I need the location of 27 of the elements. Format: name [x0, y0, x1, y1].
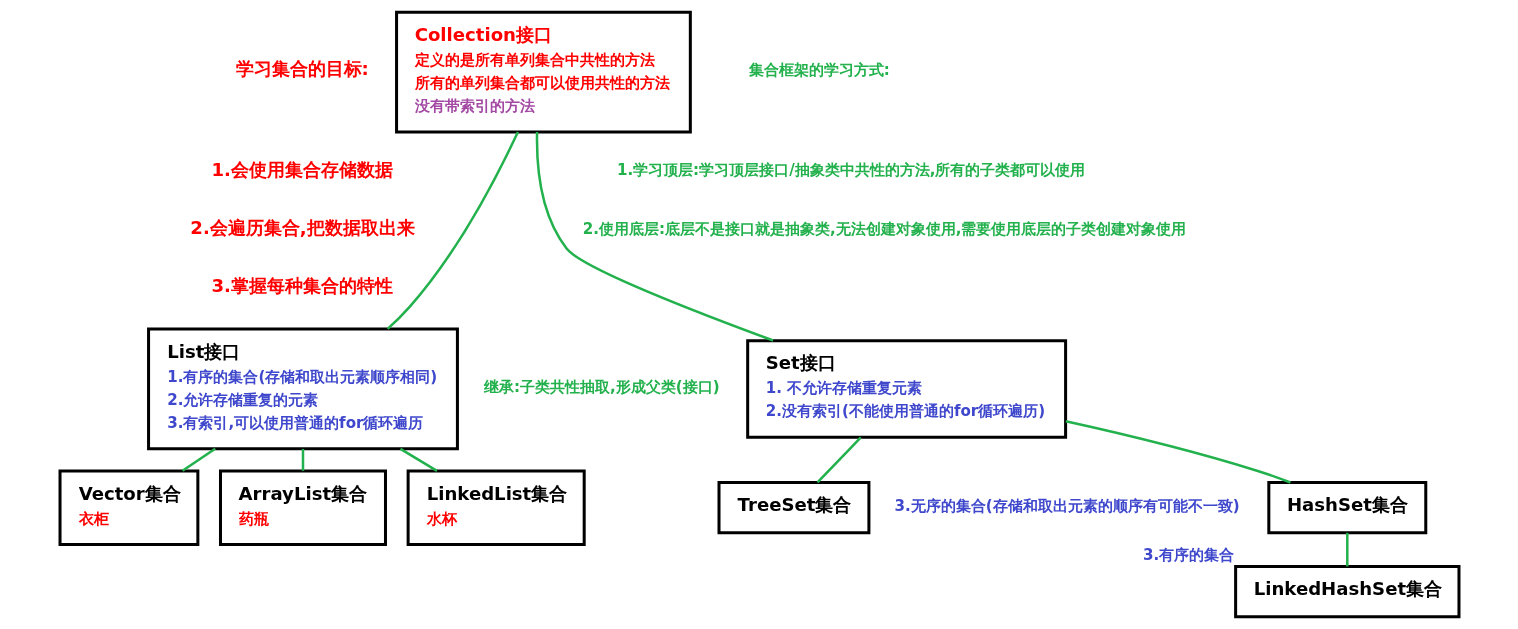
- connector: [181, 447, 216, 472]
- label: 继承:子类共性抽取,形成父类(接口): [483, 377, 720, 396]
- node-box: LinkedHashSet集合: [1233, 565, 1460, 619]
- connector: [301, 449, 304, 471]
- node-box: Vector集合 衣柜: [58, 469, 199, 546]
- label: 2.会遍历集合,把数据取出来: [189, 216, 415, 238]
- label: 集合框架的学习方式:: [748, 61, 890, 80]
- node-box: TreeSet集合: [717, 481, 870, 535]
- label: 3.无序的集合(存储和取出元素的顺序有可能不一致): [894, 496, 1240, 515]
- connector: [1345, 532, 1349, 567]
- connector: [1065, 420, 1291, 484]
- node-box: HashSet集合: [1266, 481, 1427, 535]
- label: 1.学习顶层:学习顶层接口/抽象类中共性的方法,所有的子类都可以使用: [616, 161, 1085, 180]
- connector: [816, 436, 862, 484]
- label: 3.掌握每种集合的特性: [210, 275, 393, 297]
- node-label: 3.有序的集合: [1142, 546, 1234, 565]
- node-box: LinkedList集合 水杯: [406, 469, 586, 546]
- node-box: Set接口 1. 不允许存储重复元素 2.没有索引(不能使用普通的for循环遍历): [745, 339, 1067, 439]
- node-box: List接口 1.有序的集合(存储和取出元素顺序相同) 2.允许存储重复的元素 3.有索引,可以使用普通的for循环遍历: [146, 327, 459, 451]
- label: 学习集合的目标:: [235, 58, 369, 80]
- connector: [399, 447, 438, 472]
- connector: [535, 132, 774, 342]
- label: 2.使用底层:底层不是接口就是抽象类,无法创建对象使用,需要使用底层的子类创建对象使用: [582, 219, 1186, 238]
- connector: [386, 131, 519, 330]
- node-box: Collection接口 定义的是所有单列集合中共性的方法 所有的单列集合都可以使用共性的方法 没有带索引的方法: [394, 10, 692, 134]
- label: 1.会使用集合存储数据: [210, 158, 393, 180]
- node-box: ArrayList集合 药瓶: [218, 469, 387, 546]
